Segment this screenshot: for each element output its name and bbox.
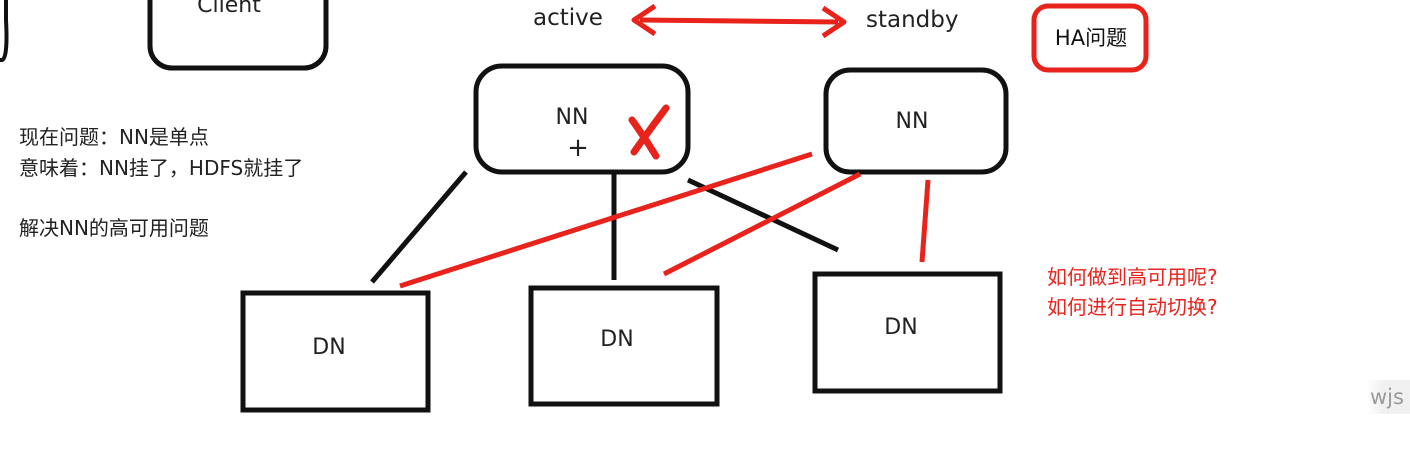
dn-box-3 bbox=[812, 271, 1003, 394]
dn-label-3: DN bbox=[884, 315, 917, 340]
link-active-dn3 bbox=[686, 177, 840, 253]
nn-standby-label: NN bbox=[896, 109, 929, 134]
question-line-1: 如何做到高可用呢? bbox=[1047, 265, 1218, 289]
dn-label-2: DN bbox=[600, 327, 633, 352]
client-label: Client bbox=[197, 0, 261, 18]
standby-label: standby bbox=[866, 7, 959, 33]
x-cross-icon bbox=[628, 104, 670, 160]
nn-active-label: NN bbox=[556, 105, 589, 130]
note-line-1: 现在问题：NN是单点 bbox=[19, 125, 209, 149]
watermark: wjs bbox=[1366, 380, 1410, 414]
active-label: active bbox=[533, 5, 603, 31]
ha-badge-label: HA问题 bbox=[1055, 26, 1127, 50]
link-standby-dn3 bbox=[919, 179, 931, 263]
ha-badge bbox=[1031, 3, 1149, 73]
nn-standby-box bbox=[823, 67, 1009, 175]
nn-active-plus: + bbox=[567, 133, 589, 163]
dn-box-2 bbox=[528, 285, 720, 407]
dn-box-1 bbox=[240, 290, 431, 413]
partial-box-edge bbox=[0, 0, 9, 62]
question-line-2: 如何进行自动切换? bbox=[1047, 295, 1218, 319]
link-standby-dn1 bbox=[399, 151, 813, 289]
link-standby-dn2 bbox=[662, 171, 862, 277]
dn-label-1: DN bbox=[312, 335, 345, 360]
client-box bbox=[147, 0, 329, 71]
link-active-dn1 bbox=[370, 170, 468, 284]
note-line-3: 解决NN的高可用问题 bbox=[19, 216, 209, 240]
double-arrow-icon bbox=[631, 3, 847, 39]
note-line-2: 意味着：NN挂了，HDFS就挂了 bbox=[19, 156, 304, 180]
